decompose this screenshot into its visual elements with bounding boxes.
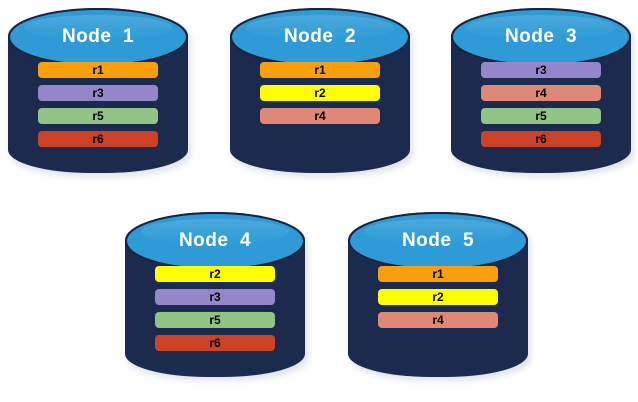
shard-r1[interactable]: r1 [378, 266, 498, 282]
node-title: Node 2 [283, 26, 357, 47]
shard-r3[interactable]: r3 [155, 289, 275, 305]
shard-list: r1 r2 r4 [230, 62, 410, 124]
node-1[interactable]: Node 1 r1 r3 r5 r6 [8, 8, 191, 177]
shard-r2[interactable]: r2 [260, 85, 380, 101]
node-3[interactable]: Node 3 r3 r4 r5 r6 [451, 8, 634, 177]
shard-list: r3 r4 r5 r6 [451, 62, 631, 147]
shard-r1[interactable]: r1 [38, 62, 158, 78]
shard-r5[interactable]: r5 [38, 108, 158, 124]
shard-list: r1 r2 r4 [348, 266, 528, 328]
shard-r4[interactable]: r4 [378, 312, 498, 328]
shard-r2[interactable]: r2 [155, 266, 275, 282]
shard-r5[interactable]: r5 [155, 312, 275, 328]
shard-r6[interactable]: r6 [38, 131, 158, 147]
shard-r1[interactable]: r1 [260, 62, 380, 78]
shard-r4[interactable]: r4 [260, 108, 380, 124]
shard-r2[interactable]: r2 [378, 289, 498, 305]
node-4[interactable]: Node 4 r2 r3 r5 r6 [125, 212, 308, 381]
shard-r3[interactable]: r3 [38, 85, 158, 101]
node-title: Node 3 [504, 26, 578, 47]
node-title: Node 5 [401, 230, 475, 251]
node-title: Node 1 [61, 26, 135, 47]
shard-r3[interactable]: r3 [481, 62, 601, 78]
node-title: Node 4 [178, 230, 252, 251]
shard-r6[interactable]: r6 [481, 131, 601, 147]
shard-r4[interactable]: r4 [481, 85, 601, 101]
node-2[interactable]: Node 2 r1 r2 r4 [230, 8, 413, 177]
node-5[interactable]: Node 5 r1 r2 r4 [348, 212, 531, 381]
shard-list: r1 r3 r5 r6 [8, 62, 188, 147]
shard-list: r2 r3 r5 r6 [125, 266, 305, 351]
shard-r6[interactable]: r6 [155, 335, 275, 351]
shard-r5[interactable]: r5 [481, 108, 601, 124]
